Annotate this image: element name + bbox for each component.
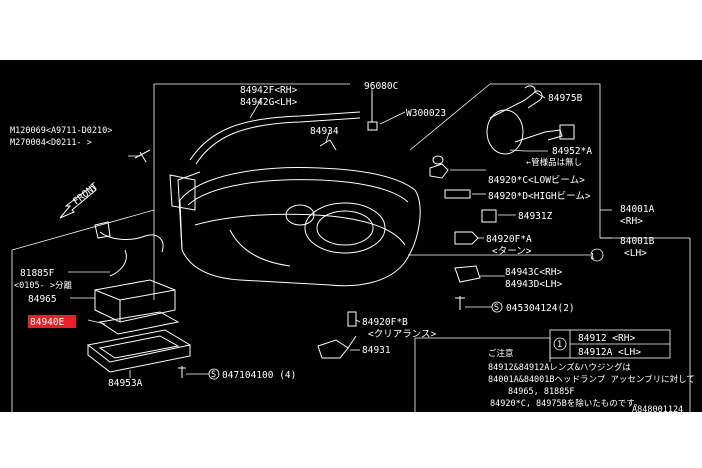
bulb-84920d [444,189,471,199]
legend-row-rh: 84912 <RH> [578,333,635,344]
legend-row-lh: 84912A <LH> [578,347,641,358]
label-84953a: 84953A [108,378,143,389]
label-84001b-side: <LH> [624,248,647,259]
label-84965: 84965 [28,294,57,305]
headlamp-trim-strip [189,111,361,161]
callout-circle-1 [590,248,604,262]
label-84942f: 84942F<RH> [240,85,297,96]
notice-block: ご注意 84912&84912Aレンズ&ハウジングは 84001A&84001B… [488,348,695,409]
socket-84931 [317,339,349,359]
label-84920fb: 84920F*B [362,317,408,328]
notice-line-3: 84965, 81885F [508,387,575,397]
label-84001a-side: <RH> [620,216,643,227]
label-84943c: 84943C<RH> [505,267,562,278]
label-81885f-range: <0105- >分離 [14,280,72,291]
label-w300023: W300023 [406,108,446,119]
label-84975b: 84975B [548,93,583,104]
label-84920c: 84920*C<LOWビーム> [488,175,585,186]
bracket-84943c [454,265,481,283]
label-m270004: M270004<D0211- > [10,138,92,148]
label-84943d: 84943D<LH> [505,279,562,290]
highlight-84940e [28,315,76,328]
label-84920fa: 84920F*A [486,234,532,245]
label-m120069: M120069<A9711-D0210> [10,126,112,136]
label-84940e: 84940E [30,317,65,328]
label-84920fa-note: <ターン> [492,246,532,257]
notice-line-2: 84001A&84001Bヘッドランプ アッセンブリに対して [488,374,695,385]
label-96080c: 96080C [364,81,398,92]
front-arrow-icon [59,185,97,219]
label-84001a: 84001A [620,204,655,215]
label-84931z: 84931Z [518,211,553,222]
screw-045304124 [455,296,465,310]
socket-84931z [481,209,497,223]
label-callout-1: 1 [590,252,595,261]
legend-text: 1 84912 <RH> 84912A <LH> [557,333,641,358]
label-045304124: 045304124(2) [506,303,575,314]
notice-line-4: 84920*C, 84975Bを除いたものです。 [490,398,642,409]
outer-frame [11,83,691,412]
headlamp-body [169,167,421,287]
label-note-bulb: ←管様品は無し [526,157,582,168]
label-84952a: 84952*A [552,146,592,157]
figure-code: A848001124 [632,405,683,415]
label-callout-s-1: S [494,303,499,313]
label-84942g: 84942G<LH> [240,97,297,108]
screw-047104100 [178,366,186,378]
label-047104100: 047104100 (4) [222,370,296,381]
callout-circle-s-1 [491,301,503,313]
gasket-84940e [98,311,180,335]
label-84920fb-note: <クリアランス> [368,329,437,340]
notice-heading: ご注意 [488,348,514,359]
label-84001b: 84001B [620,236,655,247]
label-81885f: 81885F [20,268,55,279]
label-callout-s-2: S [211,370,216,380]
notice-line-1: 84912&84912Aレンズ&ハウジングは [488,362,631,373]
legend-box [549,329,671,359]
label-84934: 84934 [310,126,339,137]
bracket-84934 [319,139,337,151]
bulb-84920c [429,155,449,179]
part-labels: 84942F<RH> 84942G<LH> 96080C W300023 849… [10,81,655,389]
bulb-84920fb [347,311,357,327]
bracket-84953a [86,329,192,373]
wire-harness-81885f [94,221,164,277]
label-84920d: 84920*D<HIGHビーム> [488,191,591,202]
screw-m120069 [134,149,151,163]
label-84931: 84931 [362,345,391,356]
callout-circle-s-2 [208,368,220,380]
legend-number: 1 [557,340,562,350]
bulb-84920fa [454,231,479,245]
